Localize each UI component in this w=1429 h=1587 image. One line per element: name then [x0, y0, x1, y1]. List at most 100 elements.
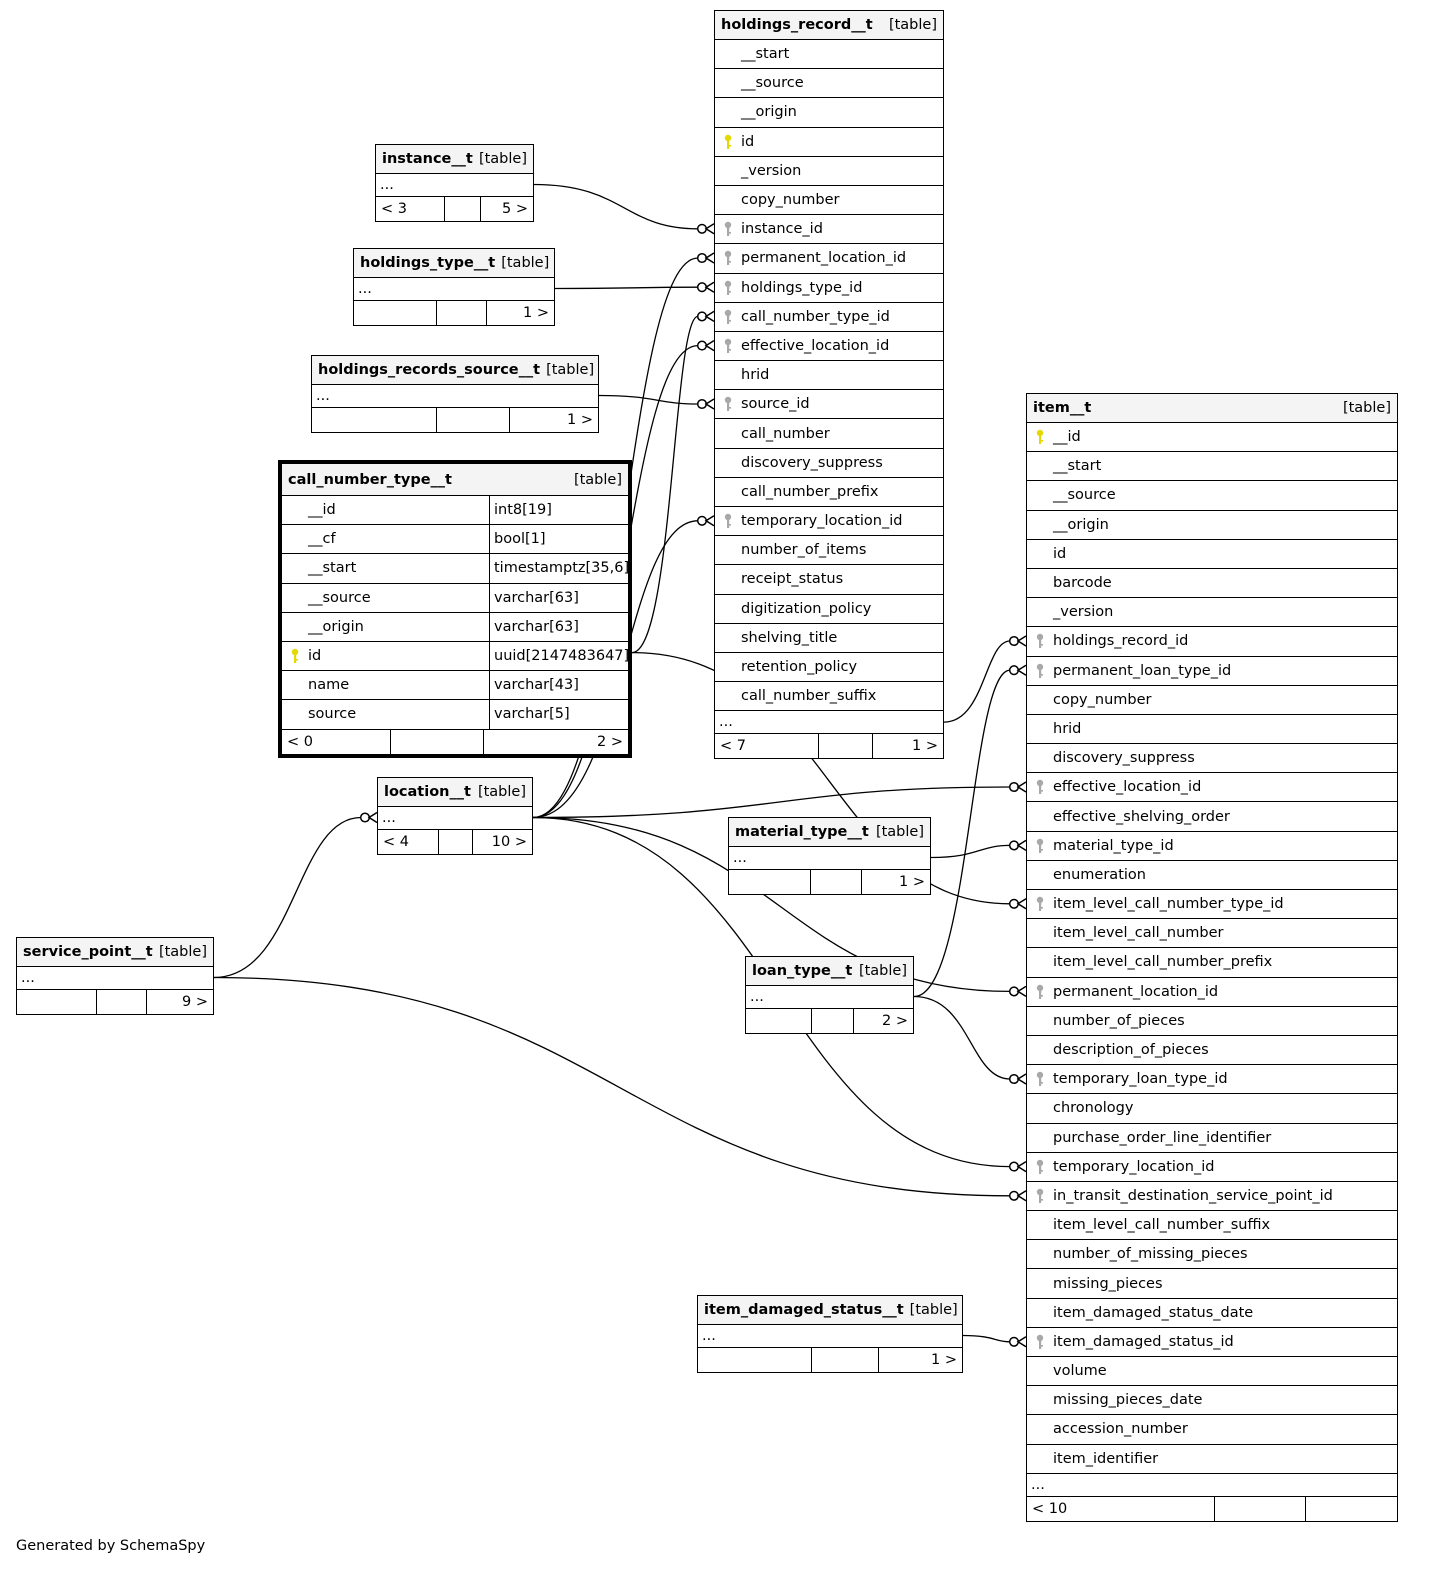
- column-row[interactable]: __start: [715, 40, 943, 70]
- column-row[interactable]: retention_policy: [715, 653, 943, 683]
- relationship-end-marker: [1008, 664, 1027, 676]
- column-row[interactable]: item_level_call_number_suffix: [1027, 1211, 1397, 1241]
- columns-count: [437, 301, 487, 325]
- column-row[interactable]: receipt_status: [715, 565, 943, 595]
- relationship-line: [213, 816, 362, 979]
- column-row[interactable]: description_of_pieces: [1027, 1036, 1397, 1066]
- table-name: location__t: [384, 784, 471, 800]
- column-row[interactable]: call_number: [715, 419, 943, 449]
- column-row[interactable]: hrid: [1027, 715, 1397, 745]
- column-name: _version: [741, 162, 802, 179]
- column-row[interactable]: __origin: [715, 98, 943, 128]
- column-row[interactable]: number_of_missing_pieces: [1027, 1240, 1397, 1270]
- column-row[interactable]: permanent_location_id: [1027, 978, 1397, 1007]
- column-row[interactable]: discovery_suppress: [1027, 744, 1397, 774]
- column-row[interactable]: _version: [715, 157, 943, 186]
- children-count: 1 >: [523, 305, 549, 321]
- column-row[interactable]: item_level_call_number_type_id: [1027, 890, 1397, 920]
- table-holdings-records-source[interactable]: holdings_records_source__t[table]...1 >: [311, 355, 599, 433]
- table-holdings-record[interactable]: holdings_record__t[table]__start__source…: [714, 10, 944, 760]
- column-row[interactable]: material_type_id: [1027, 832, 1397, 861]
- column-row[interactable]: instance_id: [715, 215, 943, 245]
- column-row[interactable]: temporary_location_id: [1027, 1153, 1397, 1182]
- column-row[interactable]: call_number_prefix: [715, 478, 943, 507]
- column-row[interactable]: temporary_location_id: [715, 507, 943, 537]
- column-row[interactable]: number_of_items: [715, 536, 943, 566]
- column-name: id: [1053, 545, 1067, 562]
- column-row[interactable]: item_level_call_number_prefix: [1027, 948, 1397, 978]
- table-header: instance__t[table]: [376, 145, 533, 174]
- column-row[interactable]: call_number_suffix: [715, 682, 943, 712]
- column-name: __id: [1053, 429, 1081, 446]
- column-row[interactable]: volume: [1027, 1357, 1397, 1387]
- column-row[interactable]: __source: [715, 69, 943, 99]
- table-service-point[interactable]: service_point__t[table]...9 >: [16, 937, 214, 1015]
- column-name: source: [308, 706, 357, 723]
- column-row[interactable]: purchase_order_line_identifier: [1027, 1124, 1397, 1153]
- relationship-end-marker: [1008, 985, 1027, 998]
- column-row[interactable]: call_number_type_id: [715, 303, 943, 332]
- column-row[interactable]: chronology: [1027, 1094, 1397, 1124]
- column-row[interactable]: __id: [1027, 423, 1397, 453]
- column-row[interactable]: effective_location_id: [1027, 773, 1397, 803]
- children-count: 5 >: [502, 201, 529, 217]
- column-row[interactable]: __origin: [1027, 511, 1397, 540]
- column-row[interactable]: holdings_type_id: [715, 274, 943, 303]
- column-row[interactable]: id: [715, 128, 943, 157]
- column-row[interactable]: holdings_record_id: [1027, 627, 1397, 657]
- column-row[interactable]: effective_location_id: [715, 332, 943, 362]
- relationship-end-marker: [1008, 781, 1027, 793]
- foreign-key-icon: [1036, 984, 1044, 999]
- column-name: discovery_suppress: [741, 454, 883, 471]
- column-row[interactable]: _version: [1027, 598, 1397, 628]
- parents-count: [312, 408, 438, 432]
- column-name: effective_shelving_order: [1053, 808, 1230, 825]
- more-columns-row: ...: [1027, 1474, 1397, 1497]
- table-item-damaged-status[interactable]: item_damaged_status__t[table]...1 >: [697, 1295, 963, 1373]
- column-row[interactable]: permanent_location_id: [715, 244, 943, 274]
- column-row[interactable]: id: [1027, 540, 1397, 569]
- table-material-type[interactable]: material_type__t[table]...1 >: [728, 817, 931, 895]
- column-row[interactable]: item_damaged_status_date: [1027, 1299, 1397, 1328]
- table-holdings-type[interactable]: holdings_type__t[table]...1 >: [353, 248, 555, 326]
- column-row[interactable]: copy_number: [1027, 686, 1397, 715]
- column-row[interactable]: number_of_pieces: [1027, 1007, 1397, 1036]
- column-row[interactable]: in_transit_destination_service_point_id: [1027, 1182, 1397, 1212]
- column-row[interactable]: missing_pieces_date: [1027, 1386, 1397, 1416]
- column-row[interactable]: enumeration: [1027, 861, 1397, 890]
- column-name: retention_policy: [741, 659, 858, 676]
- column-row[interactable]: missing_pieces: [1027, 1269, 1397, 1299]
- parents-count: < 10: [1027, 1496, 1215, 1521]
- column-row[interactable]: effective_shelving_order: [1027, 802, 1397, 832]
- column-row[interactable]: item_damaged_status_id: [1027, 1328, 1397, 1357]
- column-row[interactable]: hrid: [715, 361, 943, 391]
- column-row[interactable]: discovery_suppress: [715, 449, 943, 478]
- column-row[interactable]: permanent_loan_type_id: [1027, 657, 1397, 686]
- column-row[interactable]: item_level_call_number: [1027, 919, 1397, 949]
- column-type: varchar[63]: [489, 612, 628, 641]
- column-row[interactable]: source_id: [715, 390, 943, 420]
- column-row[interactable]: accession_number: [1027, 1415, 1397, 1445]
- column-row[interactable]: digitization_policy: [715, 595, 943, 624]
- column-row[interactable]: temporary_loan_type_id: [1027, 1065, 1397, 1095]
- table-loan-type[interactable]: loan_type__t[table]...2 >: [745, 956, 914, 1034]
- column-row[interactable]: item_identifier: [1027, 1445, 1397, 1474]
- column-row[interactable]: shelving_title: [715, 624, 943, 653]
- column-row[interactable]: copy_number: [715, 186, 943, 216]
- table-item[interactable]: item__t[table]__id__start__source__origi…: [1026, 393, 1398, 1522]
- column-row[interactable]: barcode: [1027, 569, 1397, 599]
- column-row[interactable]: __start: [1027, 452, 1397, 482]
- column-name: item_level_call_number_suffix: [1053, 1217, 1271, 1234]
- column-row[interactable]: __source: [1027, 481, 1397, 511]
